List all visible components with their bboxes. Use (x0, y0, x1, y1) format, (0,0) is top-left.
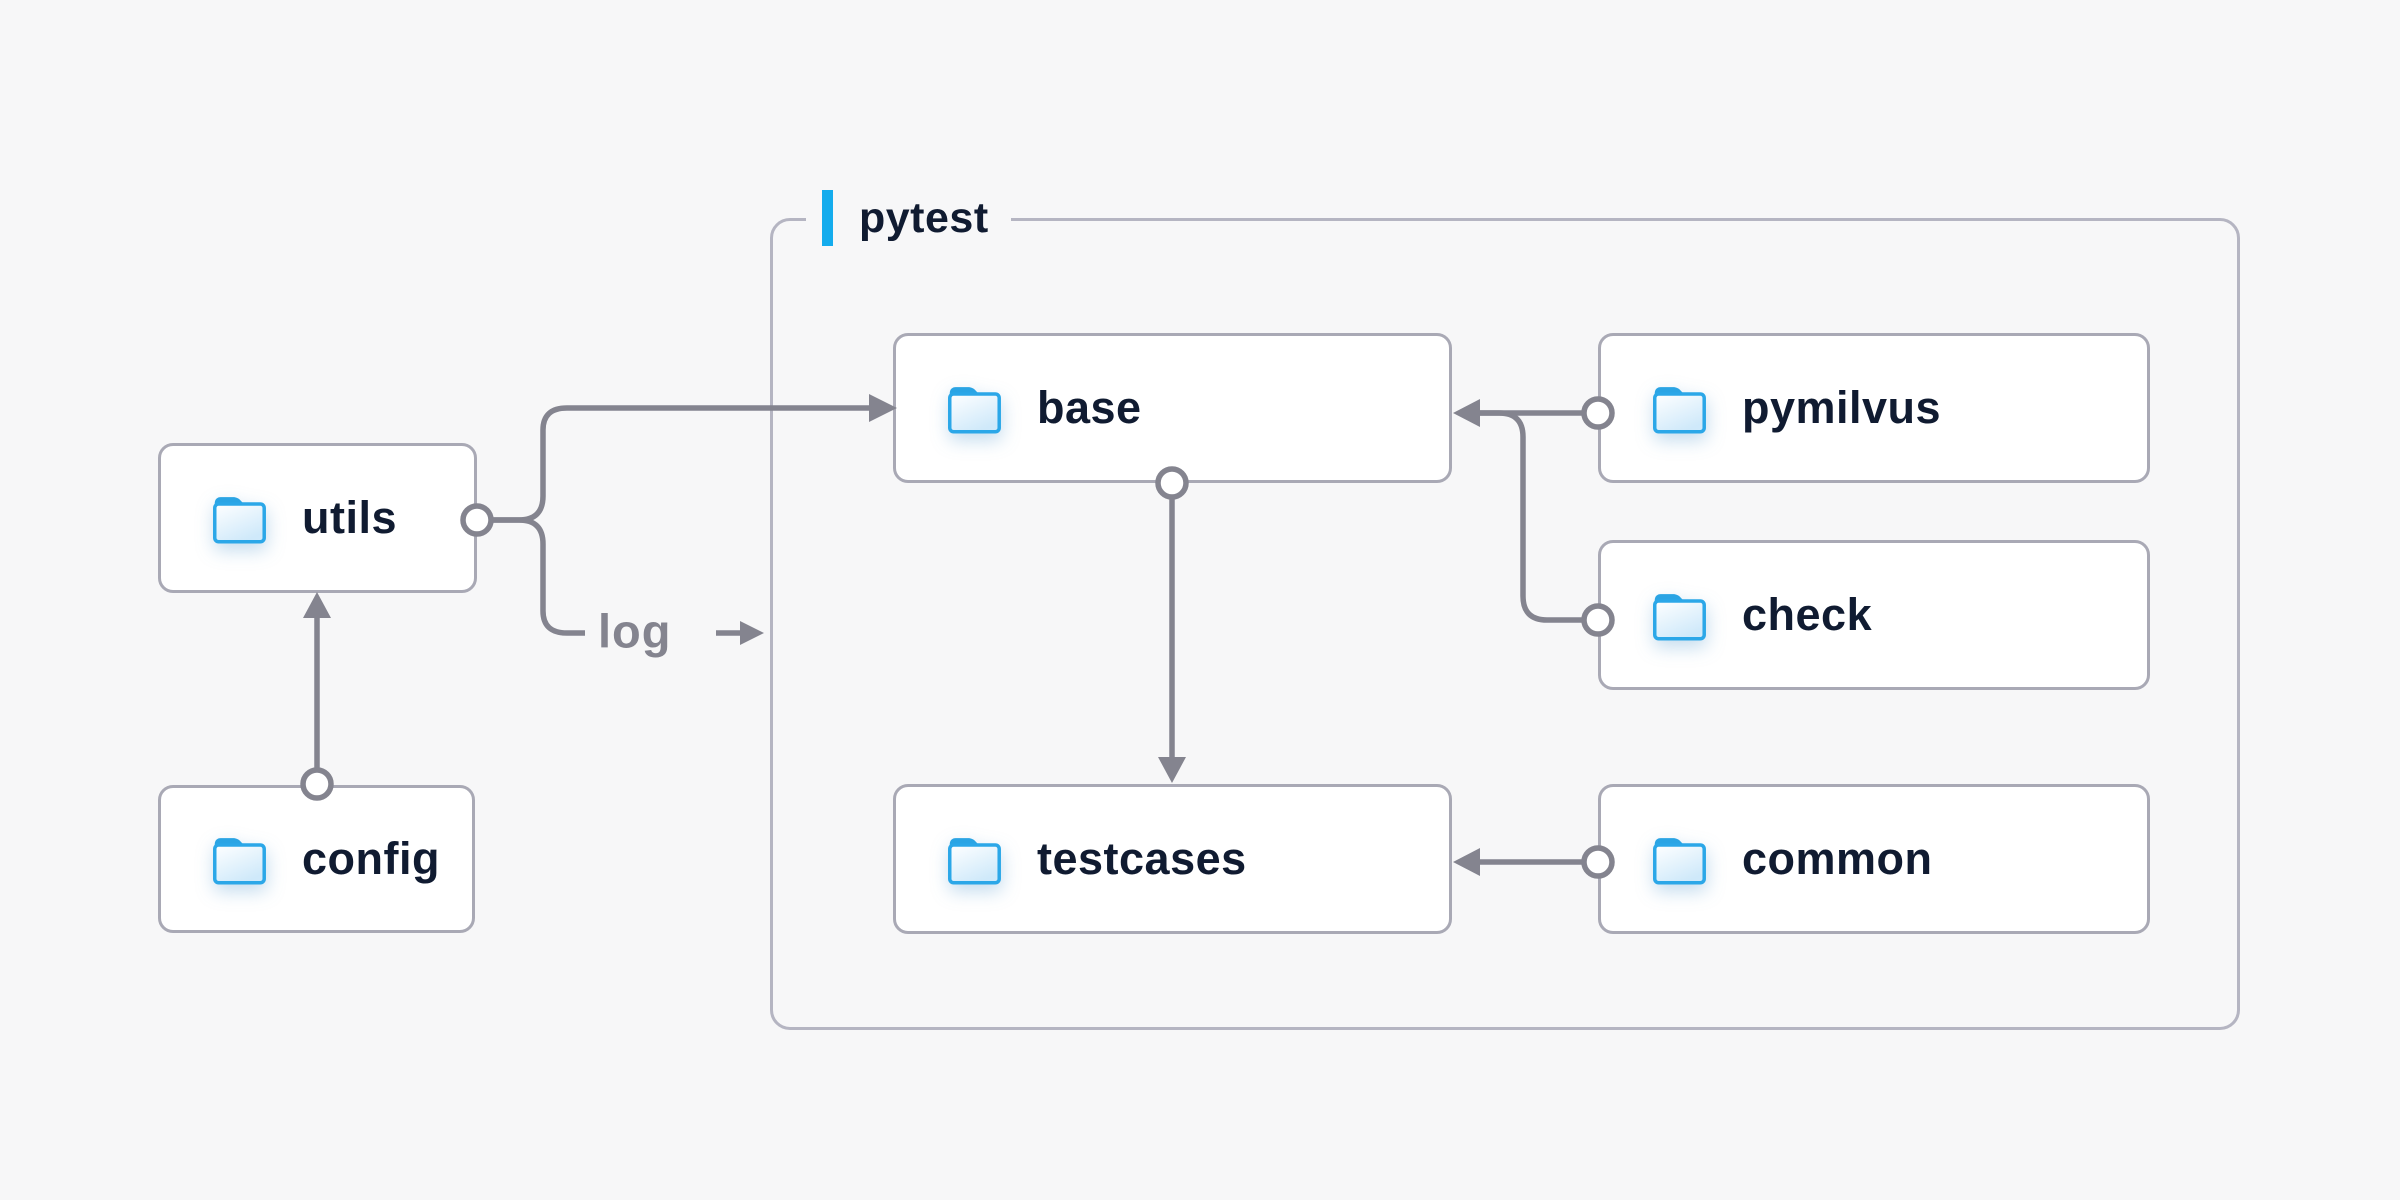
node-label: common (1742, 833, 1933, 884)
folder-icon (213, 496, 266, 544)
node-label: base (1037, 382, 1142, 433)
node-common: common (1598, 784, 2150, 934)
node-base: base (893, 333, 1452, 483)
node-testcases: testcases (893, 784, 1452, 934)
folder-icon (1653, 386, 1706, 434)
node-label: testcases (1037, 833, 1247, 884)
node-pymilvus: pymilvus (1598, 333, 2150, 483)
folder-icon (1653, 837, 1706, 885)
group-title: pytest (859, 193, 989, 242)
edge-label-log: log (598, 604, 672, 658)
pytest-group-label: pytest (806, 184, 1011, 252)
arrowhead-log (740, 621, 764, 645)
folder-icon (213, 837, 266, 885)
node-config: config (158, 785, 475, 933)
node-check: check (1598, 540, 2150, 690)
node-utils: utils (158, 443, 477, 593)
node-label: check (1742, 589, 1873, 640)
node-label: config (302, 833, 440, 884)
pytest-group-container (770, 218, 2240, 1030)
folder-icon (948, 386, 1001, 434)
edge-utils-log (491, 517, 585, 636)
accent-bar (822, 190, 833, 246)
arrowhead-into-utils-bottom (303, 592, 331, 618)
node-label: pymilvus (1742, 382, 1942, 433)
node-label: utils (302, 492, 398, 543)
folder-icon (1653, 593, 1706, 641)
folder-icon (948, 837, 1001, 885)
